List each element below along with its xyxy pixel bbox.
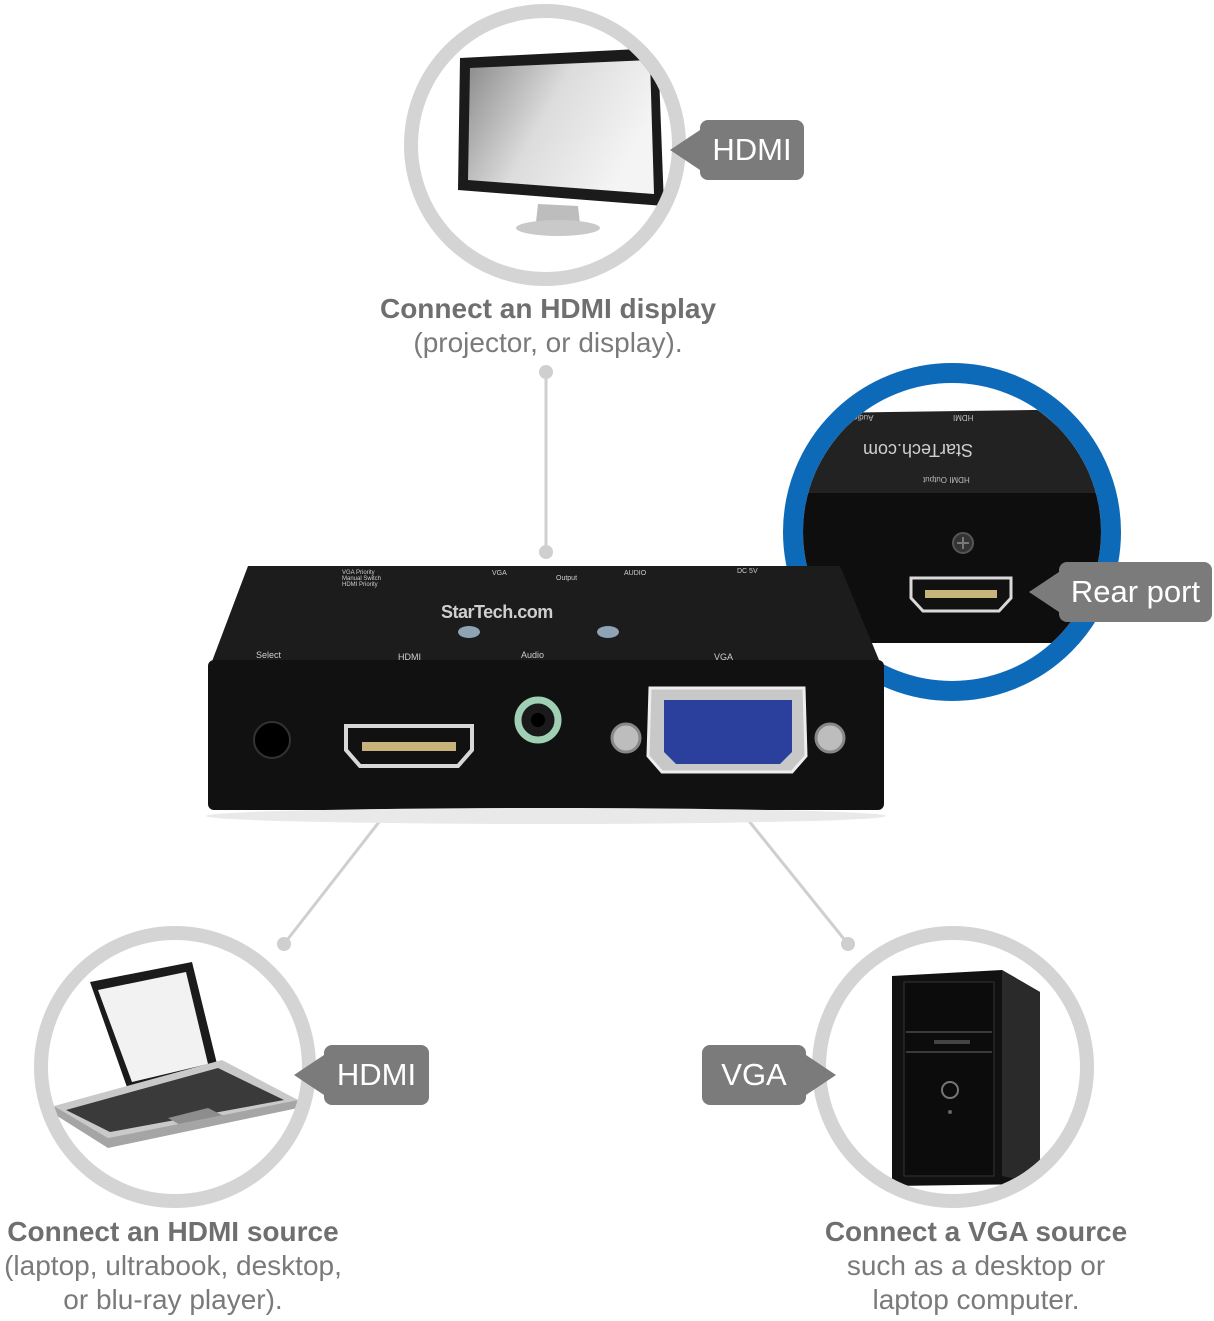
rear-label-audio: Audio xyxy=(853,413,874,422)
rear-brand: StarTech.com xyxy=(863,440,974,460)
laptop-caption-title: Connect an HDMI source xyxy=(7,1216,339,1247)
desktop-caption-line-1: such as a desktop or xyxy=(846,1250,1106,1281)
device-top-audio: AUDIO xyxy=(624,570,647,577)
device-label-hdmi: HDMI xyxy=(398,652,421,662)
rear-port-tag: Rear port xyxy=(1029,562,1212,622)
monitor-icon xyxy=(458,48,664,236)
device-label-select: Select xyxy=(256,650,282,660)
display-caption: Connect an HDMI display (projector, or d… xyxy=(346,292,750,360)
display-caption-line: (projector, or display). xyxy=(413,327,683,358)
connector-dot xyxy=(841,937,855,951)
hdmi-source-tag: HDMI xyxy=(294,1045,429,1105)
device-top-vga: VGA xyxy=(492,570,507,577)
desktop-caption-title: Connect a VGA source xyxy=(824,1216,1128,1247)
laptop-icon xyxy=(54,962,298,1148)
device-top-dc5v: DC 5V xyxy=(737,568,758,575)
desktop-circle xyxy=(812,926,1094,1208)
connector-dot xyxy=(277,937,291,951)
laptop-caption: Connect an HDMI source (laptop, ultraboo… xyxy=(0,1215,346,1317)
laptop-caption-line-2: or blu-ray player). xyxy=(63,1284,283,1315)
device-top-output: Output xyxy=(556,575,578,582)
connector-dot xyxy=(539,545,553,559)
desktop-tower-icon xyxy=(892,970,1040,1186)
laptop-caption-line-1: (laptop, ultrabook, desktop, xyxy=(4,1250,342,1281)
device-top-manual-switch: Manual Switch xyxy=(342,576,382,582)
rear-label-hdmi: HDMI xyxy=(953,413,974,422)
desktop-caption-line-2: laptop computer. xyxy=(872,1284,1080,1315)
laptop-circle xyxy=(34,926,316,1208)
device-label-audio: Audio xyxy=(521,650,545,660)
hdmi-display-tag: HDMI xyxy=(670,120,804,180)
device-top-vga-priority: VGA Priority xyxy=(342,570,375,576)
display-caption-title: Connect an HDMI display xyxy=(379,293,717,324)
device-brand: StarTech.com xyxy=(441,602,553,622)
vga-source-tag: VGA xyxy=(702,1045,836,1105)
device-top-hdmi-priority: HDMI Priority xyxy=(342,582,378,588)
rear-port-photo xyxy=(803,409,1101,643)
connector-dot xyxy=(539,365,553,379)
display-circle xyxy=(404,4,686,286)
switch-device xyxy=(206,566,886,824)
rear-label-hdmi-output: HDMI Output xyxy=(923,475,970,484)
device-label-vga: VGA xyxy=(714,652,734,662)
desktop-caption: Connect a VGA source such as a desktop o… xyxy=(796,1215,1156,1317)
